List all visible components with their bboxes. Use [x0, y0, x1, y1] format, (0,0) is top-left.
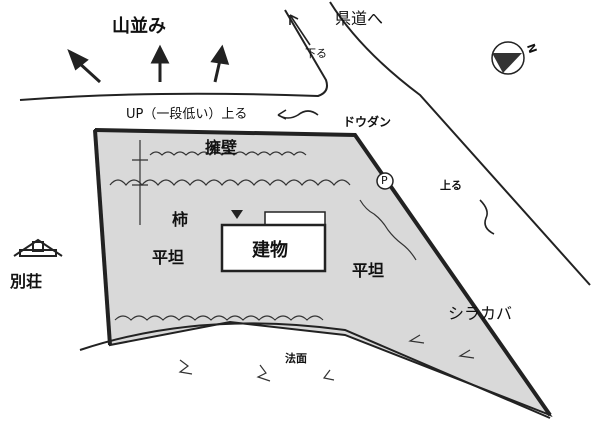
site-boundary-thick — [94, 128, 552, 417]
mountain-arrows — [67, 44, 230, 84]
label-flat-right: 平坦 — [352, 261, 385, 280]
road-edge-diagonal — [329, 1, 591, 286]
road-arrows — [277, 14, 495, 235]
building — [220, 223, 327, 273]
site-area — [93, 128, 553, 418]
villa-house-icon — [13, 238, 63, 257]
parking-icon — [376, 172, 394, 190]
compass-icon — [491, 41, 525, 75]
label-retaining-wall: 擁壁 — [205, 138, 238, 157]
label-villa: 別荘 — [10, 272, 43, 291]
label-downhill: 下る — [305, 47, 327, 60]
label-mountains: 山並み — [112, 16, 166, 37]
hedge-shrubs — [109, 140, 475, 382]
slope-edge — [79, 322, 551, 419]
label-building: 建物 — [252, 240, 288, 261]
road-edge-upper — [19, 9, 328, 101]
label-persimmon: 柿 — [172, 210, 189, 229]
label-birch: シラカバ — [448, 304, 513, 323]
label-dodan: ドウダン — [343, 115, 392, 129]
label-flat-left: 平坦 — [152, 248, 185, 267]
site-boundary-left — [93, 129, 112, 346]
label-parking: P — [381, 174, 388, 187]
entrance-marker — [231, 210, 243, 219]
label-slope: 法面 — [285, 352, 307, 365]
label-uphill: 上る — [440, 179, 462, 192]
label-to-prefectural-road: 県道へ — [335, 9, 384, 28]
label-road-note: UP（一段低い）上る — [126, 107, 248, 122]
